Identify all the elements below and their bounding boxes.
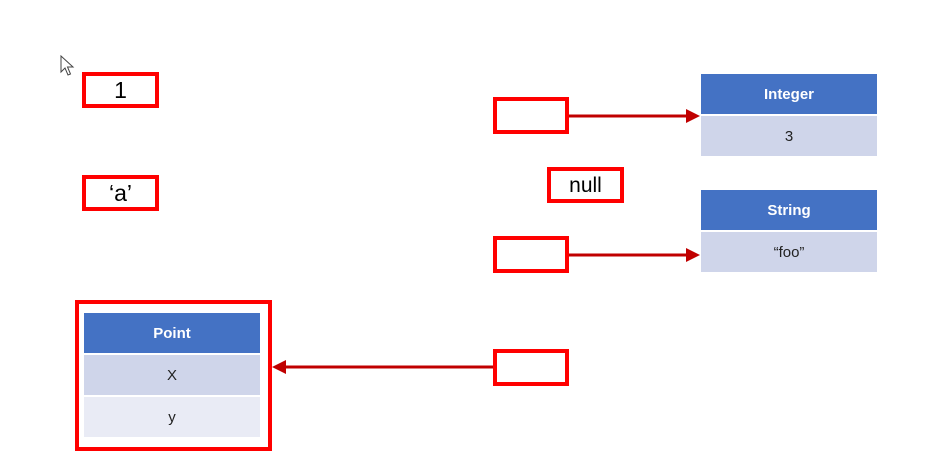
char-primitive-value: ‘a’ <box>108 179 132 206</box>
arrow-to-string-head <box>686 248 700 262</box>
point-object: Point X y <box>84 313 260 437</box>
point-object-header: Point <box>84 313 260 353</box>
integer-reference-box <box>493 97 569 134</box>
string-object: String “foo” <box>701 190 877 272</box>
string-object-value: “foo” <box>701 232 877 272</box>
point-field-y: y <box>84 397 260 437</box>
int-primitive-box: 1 <box>82 72 159 108</box>
int-primitive-value: 1 <box>114 76 127 103</box>
integer-object-value: 3 <box>701 116 877 156</box>
point-field-x: X <box>84 355 260 395</box>
string-object-header: String <box>701 190 877 230</box>
char-primitive-box: ‘a’ <box>82 175 159 211</box>
point-reference-box <box>493 349 569 386</box>
null-reference-value: null <box>569 173 602 197</box>
mouse-pointer-icon <box>60 55 75 76</box>
string-reference-box <box>493 236 569 273</box>
arrow-to-integer-head <box>686 109 700 123</box>
null-reference-box: null <box>547 167 624 203</box>
arrow-to-point-head <box>272 360 286 374</box>
integer-object: Integer 3 <box>701 74 877 156</box>
integer-object-header: Integer <box>701 74 877 114</box>
